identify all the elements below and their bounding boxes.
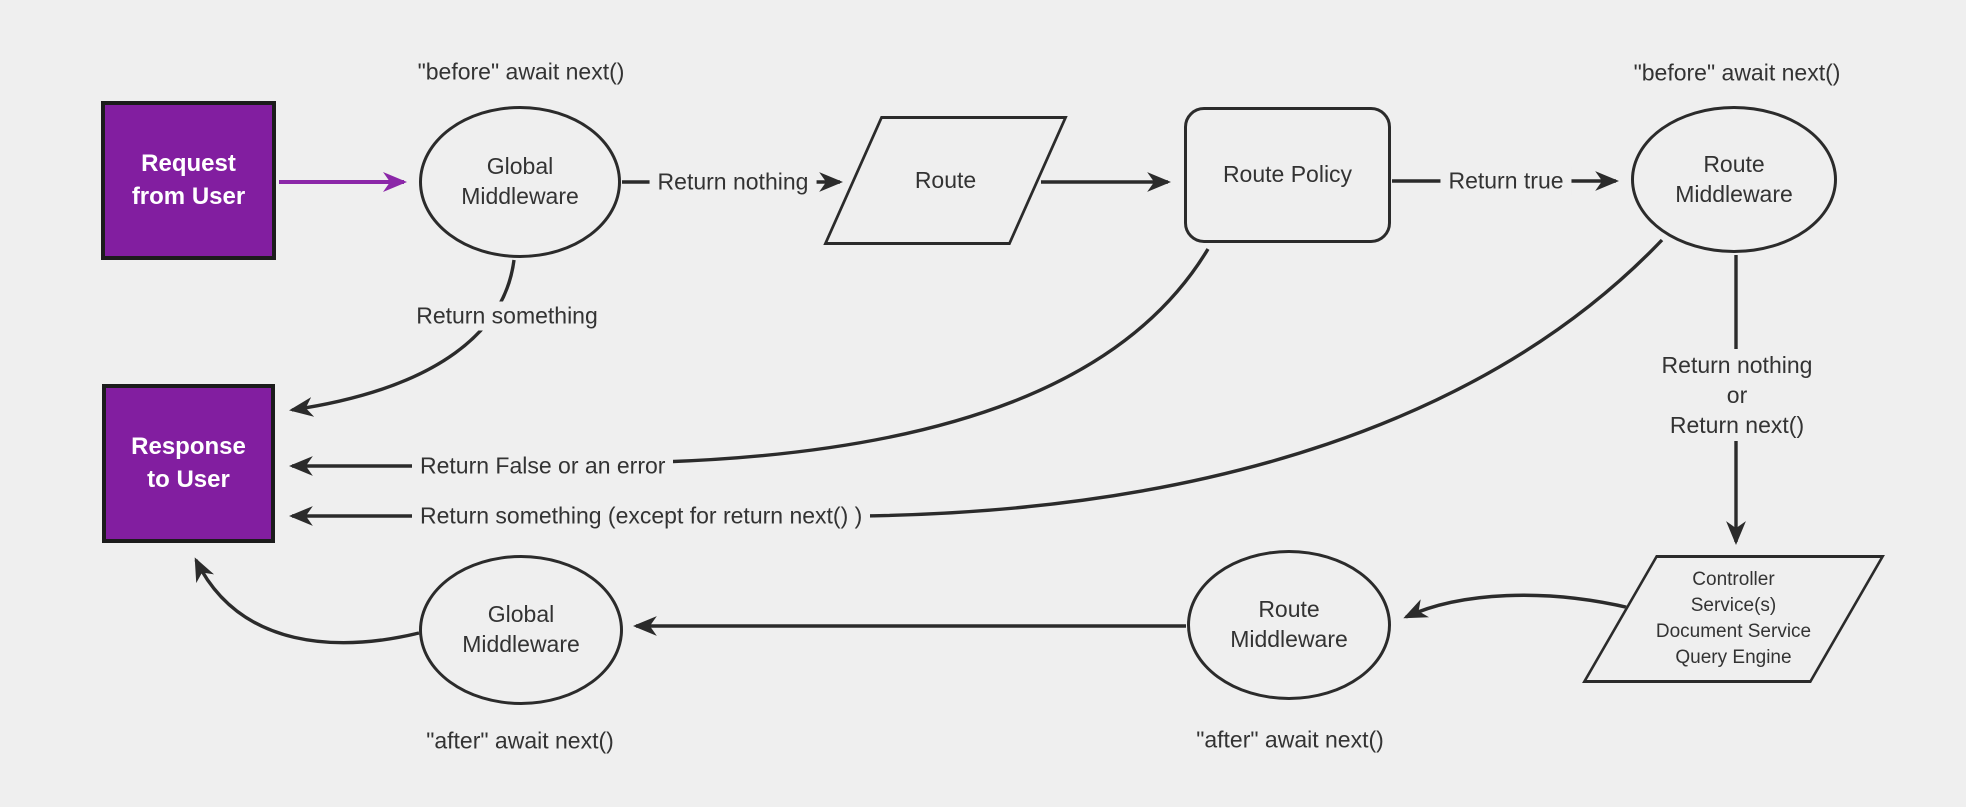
label-before-await-right: "before" await next() bbox=[1633, 59, 1841, 86]
node-request-from-user: Request from User bbox=[101, 101, 276, 260]
edge-global-middleware-to-response bbox=[289, 259, 516, 417]
node-route-policy: Route Policy bbox=[1184, 107, 1391, 243]
node-label-global-middleware-top: Global Middleware bbox=[461, 153, 579, 209]
label-after-await-left: "after" await next() bbox=[426, 727, 614, 754]
node-label-route-middleware-bottom: Route Middleware bbox=[1230, 596, 1348, 652]
node-global-middleware-bottom: Global Middleware bbox=[419, 555, 623, 705]
node-label-global-middleware-bottom: Global Middleware bbox=[462, 601, 580, 657]
label-return-true: Return true bbox=[1440, 166, 1572, 196]
node-label-request: Request from User bbox=[131, 150, 246, 210]
label-return-something-except: Return something (except for return next… bbox=[412, 501, 871, 531]
node-controller-services: Controller Service(s) Document Service Q… bbox=[1582, 555, 1885, 683]
node-route-middleware-top: Route Middleware bbox=[1631, 106, 1837, 253]
node-route-middleware-bottom: Route Middleware bbox=[1187, 550, 1391, 700]
edge-controller-to-route-middleware-bottom bbox=[1403, 593, 1631, 619]
edge-route-policy-to-response-curve bbox=[661, 248, 1210, 464]
label-return-false: Return False or an error bbox=[412, 451, 674, 481]
node-label-route: Route bbox=[914, 166, 977, 193]
node-label-controller: Controller Service(s) Document Service Q… bbox=[1655, 568, 1812, 669]
node-global-middleware-top: Global Middleware bbox=[419, 106, 621, 258]
node-label-route-middleware-top: Route Middleware bbox=[1675, 150, 1793, 207]
label-return-nothing-or-next: Return nothing or Return next() bbox=[1653, 349, 1821, 441]
node-route: Route bbox=[823, 116, 1068, 245]
edge-global-middleware-bottom-to-response bbox=[194, 557, 420, 645]
edge-route-middleware-to-response-curve bbox=[857, 238, 1664, 518]
node-label-route-policy: Route Policy bbox=[1222, 161, 1353, 188]
label-return-something: Return something bbox=[408, 301, 606, 331]
node-response-to-user: Response to User bbox=[102, 384, 275, 543]
label-return-nothing: Return nothing bbox=[649, 167, 817, 197]
label-after-await-right: "after" await next() bbox=[1196, 726, 1384, 753]
label-before-await-left: "before" await next() bbox=[417, 58, 625, 85]
node-label-response: Response to User bbox=[131, 433, 246, 493]
